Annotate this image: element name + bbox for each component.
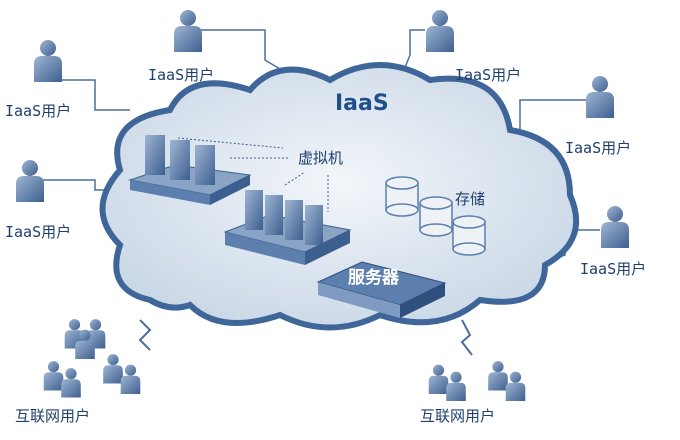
iaas-user-icon (174, 10, 202, 52)
vm-dotted-lines (177, 137, 329, 212)
iaas-user-icon (586, 76, 614, 118)
vm-server-rack-1 (128, 135, 252, 205)
iaas-user-icon (16, 160, 44, 202)
iaas-user-label: IaaS用户 (5, 223, 71, 241)
internet-user-label: 互联网用户 (420, 407, 495, 425)
iaas-user-label: IaaS用户 (455, 66, 521, 84)
iaas-user-icon (601, 206, 629, 248)
vm-label: 虚拟机 (298, 149, 343, 167)
iaas-user-label: IaaS用户 (580, 260, 646, 278)
iaas-user-label: IaaS用户 (148, 66, 214, 84)
server-box (316, 261, 447, 318)
iaas-user-icon (34, 40, 62, 82)
vm-server-rack-2 (223, 190, 352, 265)
iaas-user-label: IaaS用户 (565, 139, 631, 157)
server-label: 服务器 (348, 267, 400, 288)
internet-user-group-icon (428, 361, 526, 401)
iaas-user-label: IaaS用户 (5, 102, 71, 120)
internet-user-group-icon (43, 319, 141, 398)
iaas-user-icon (426, 10, 454, 52)
cloud-title: IaaS (335, 91, 389, 116)
storage-disks (385, 176, 486, 256)
storage-label: 存储 (455, 190, 485, 208)
internet-user-label: 互联网用户 (15, 407, 90, 425)
cloud-shape (99, 62, 580, 331)
